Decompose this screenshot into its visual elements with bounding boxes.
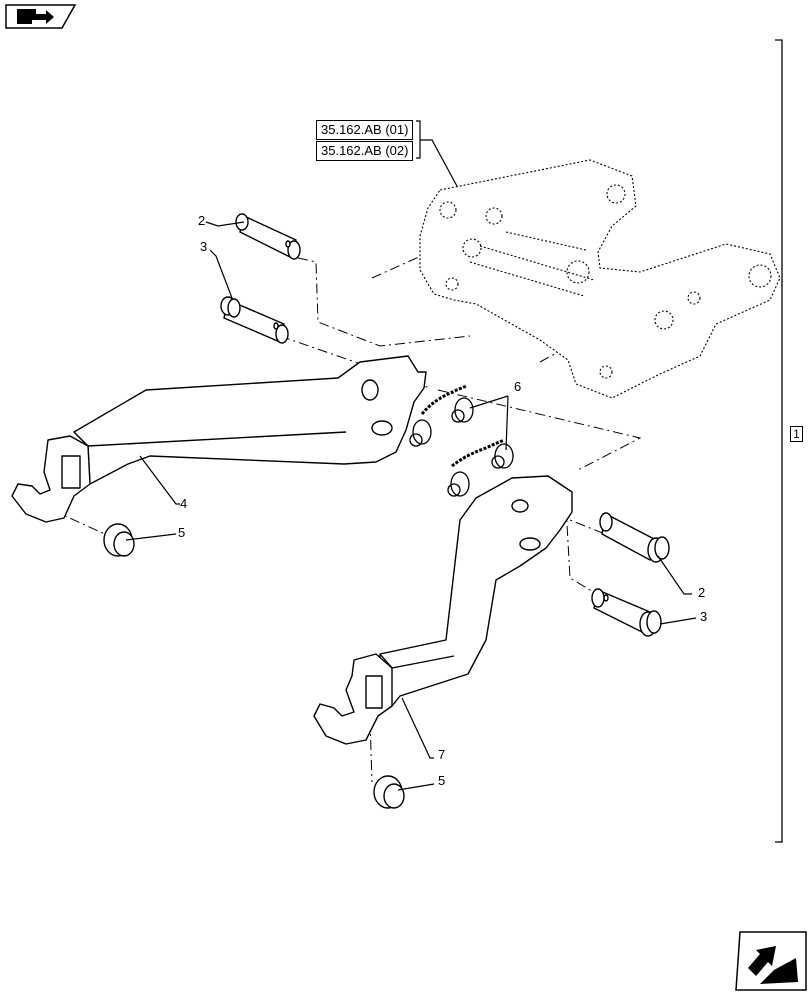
reference-leader (416, 120, 459, 189)
callout-pin-upper-left: 2 (198, 213, 206, 228)
reference-link-01[interactable]: 35.162.AB (01) (316, 120, 414, 140)
book-arrow-icon[interactable] (5, 4, 77, 29)
pin-upper-left (235, 213, 301, 260)
callout-leaders (125, 221, 697, 791)
pin-lower-left (220, 296, 289, 344)
callout-cap-right: 5 (438, 773, 446, 788)
drawbar-left (11, 355, 427, 523)
callout-drawbar-right: 7 (438, 747, 446, 762)
pin-upper-right (599, 512, 670, 563)
cap-right (373, 775, 405, 809)
front-axle-bracket (419, 159, 781, 399)
callout-cap-left: 5 (178, 525, 186, 540)
group-bracket-label: 1 (790, 426, 803, 442)
next-page-arrow-icon[interactable] (735, 931, 807, 991)
group-bracket-line (775, 39, 783, 843)
cap-left (103, 523, 135, 557)
callout-pin-lower-left: 3 (200, 239, 208, 254)
reference-link-02[interactable]: 35.162.AB (02) (316, 141, 414, 161)
callout-pin-upper-right: 2 (698, 585, 706, 600)
drawbar-right (313, 475, 573, 745)
callout-lynch-pins: 6 (514, 379, 522, 394)
callout-pin-lower-right: 3 (700, 609, 708, 624)
lynch-pins (409, 384, 514, 497)
pin-lower-right (591, 588, 662, 637)
callout-drawbar-left: 4 (180, 496, 188, 511)
